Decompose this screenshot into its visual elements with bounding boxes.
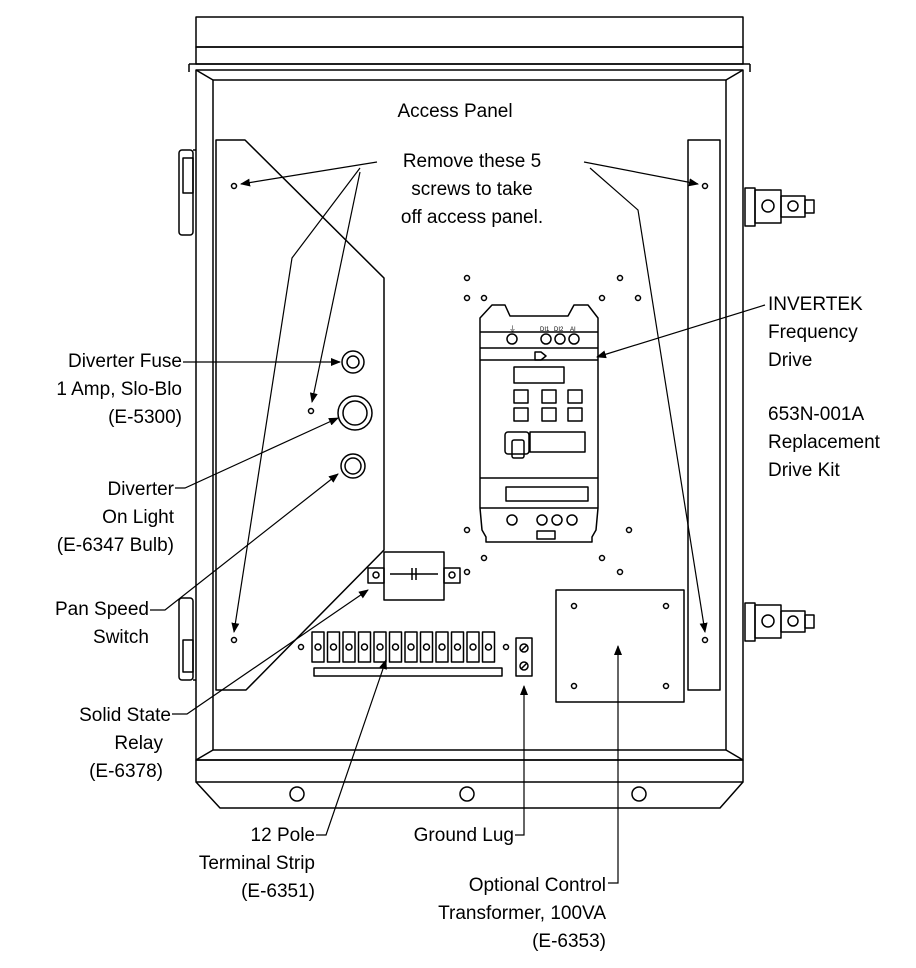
access-panel-label: Access Panel: [397, 101, 513, 122]
solid-state-relay-line-3: (E-6378): [89, 761, 163, 782]
invertek-label-line-2: Frequency: [768, 322, 858, 343]
solid-state-relay-line-2: Relay: [114, 733, 163, 754]
diverter-light-line-1: Diverter: [107, 479, 174, 500]
solid-state-relay: [367, 551, 461, 601]
drive-mark-2: DI1: [540, 327, 550, 333]
diverter-fuse-line-2: 1 Amp, Slo-Blo: [56, 379, 182, 400]
left-inner-panel: [215, 139, 385, 691]
right-inner-panel: [687, 139, 721, 691]
transformer-line-3: (E-6353): [532, 931, 606, 952]
replacement-kit-line-2: Replacement: [768, 432, 880, 453]
terminal-strip-line-1: 12 Pole: [250, 825, 315, 846]
terminal-block: [357, 631, 372, 663]
replacement-kit-line-3: Drive Kit: [768, 460, 840, 481]
drive-mark-3: DI2: [554, 327, 564, 333]
terminal-block: [450, 631, 465, 663]
invertek-label-line-1: INVERTEK: [768, 294, 863, 315]
panel-screws: [230, 182, 709, 644]
pan-speed-switch: [340, 453, 366, 479]
drive-mark-1: ⏚: [509, 325, 516, 333]
diverter-light-line-3: (E-6347 Bulb): [56, 535, 174, 556]
mounting-holes: [463, 274, 642, 576]
enclosure-bottom-flange: [195, 759, 744, 809]
right-latches: [744, 187, 815, 642]
leader-lines: [150, 161, 766, 884]
transformer-line-2: Transformer, 100VA: [438, 903, 606, 924]
ground-lug-label: Ground Lug: [413, 825, 514, 846]
terminal-strip: [297, 631, 510, 677]
terminal-block: [466, 631, 480, 663]
terminal-block: [311, 631, 325, 663]
diverter-on-light: [337, 395, 373, 431]
pan-speed-switch-line-1: Pan Speed: [54, 599, 149, 620]
replacement-kit-line-1: 653N-001A: [768, 404, 865, 425]
terminal-strip-line-2: Terminal Strip: [198, 853, 315, 874]
terminal-block: [404, 631, 418, 663]
drive-mark-4: AI: [570, 327, 576, 333]
terminal-block: [326, 631, 341, 663]
solid-state-relay-line-1: Solid State: [79, 705, 171, 726]
diverter-fuse-line-3: (E-5300): [108, 407, 182, 428]
transformer-line-1: Optional Control: [468, 875, 606, 896]
enclosure-top-cap: [188, 16, 751, 72]
remove-screws-line-3: off access panel.: [400, 207, 544, 228]
terminal-block: [481, 631, 496, 663]
left-hinges: [178, 149, 196, 681]
diverter-fuse-line-1: Diverter Fuse: [67, 351, 182, 372]
terminal-block: [419, 631, 434, 663]
remove-screws-line-1: Remove these 5: [402, 151, 542, 172]
ground-lug: [515, 637, 533, 677]
terminal-strip-line-3: (E-6351): [241, 881, 315, 902]
terminal-block: [388, 631, 403, 663]
terminal-block: [435, 631, 449, 663]
control-transformer: [555, 589, 685, 703]
diverter-light-line-2: On Light: [102, 507, 174, 528]
pan-speed-switch-line-2: Switch: [93, 627, 149, 648]
invertek-drive: [479, 304, 599, 543]
remove-screws-line-2: screws to take: [411, 179, 533, 200]
diverter-fuse-holder: [341, 350, 365, 374]
terminal-block: [342, 631, 356, 663]
invertek-label-line-3: Drive: [768, 350, 813, 371]
